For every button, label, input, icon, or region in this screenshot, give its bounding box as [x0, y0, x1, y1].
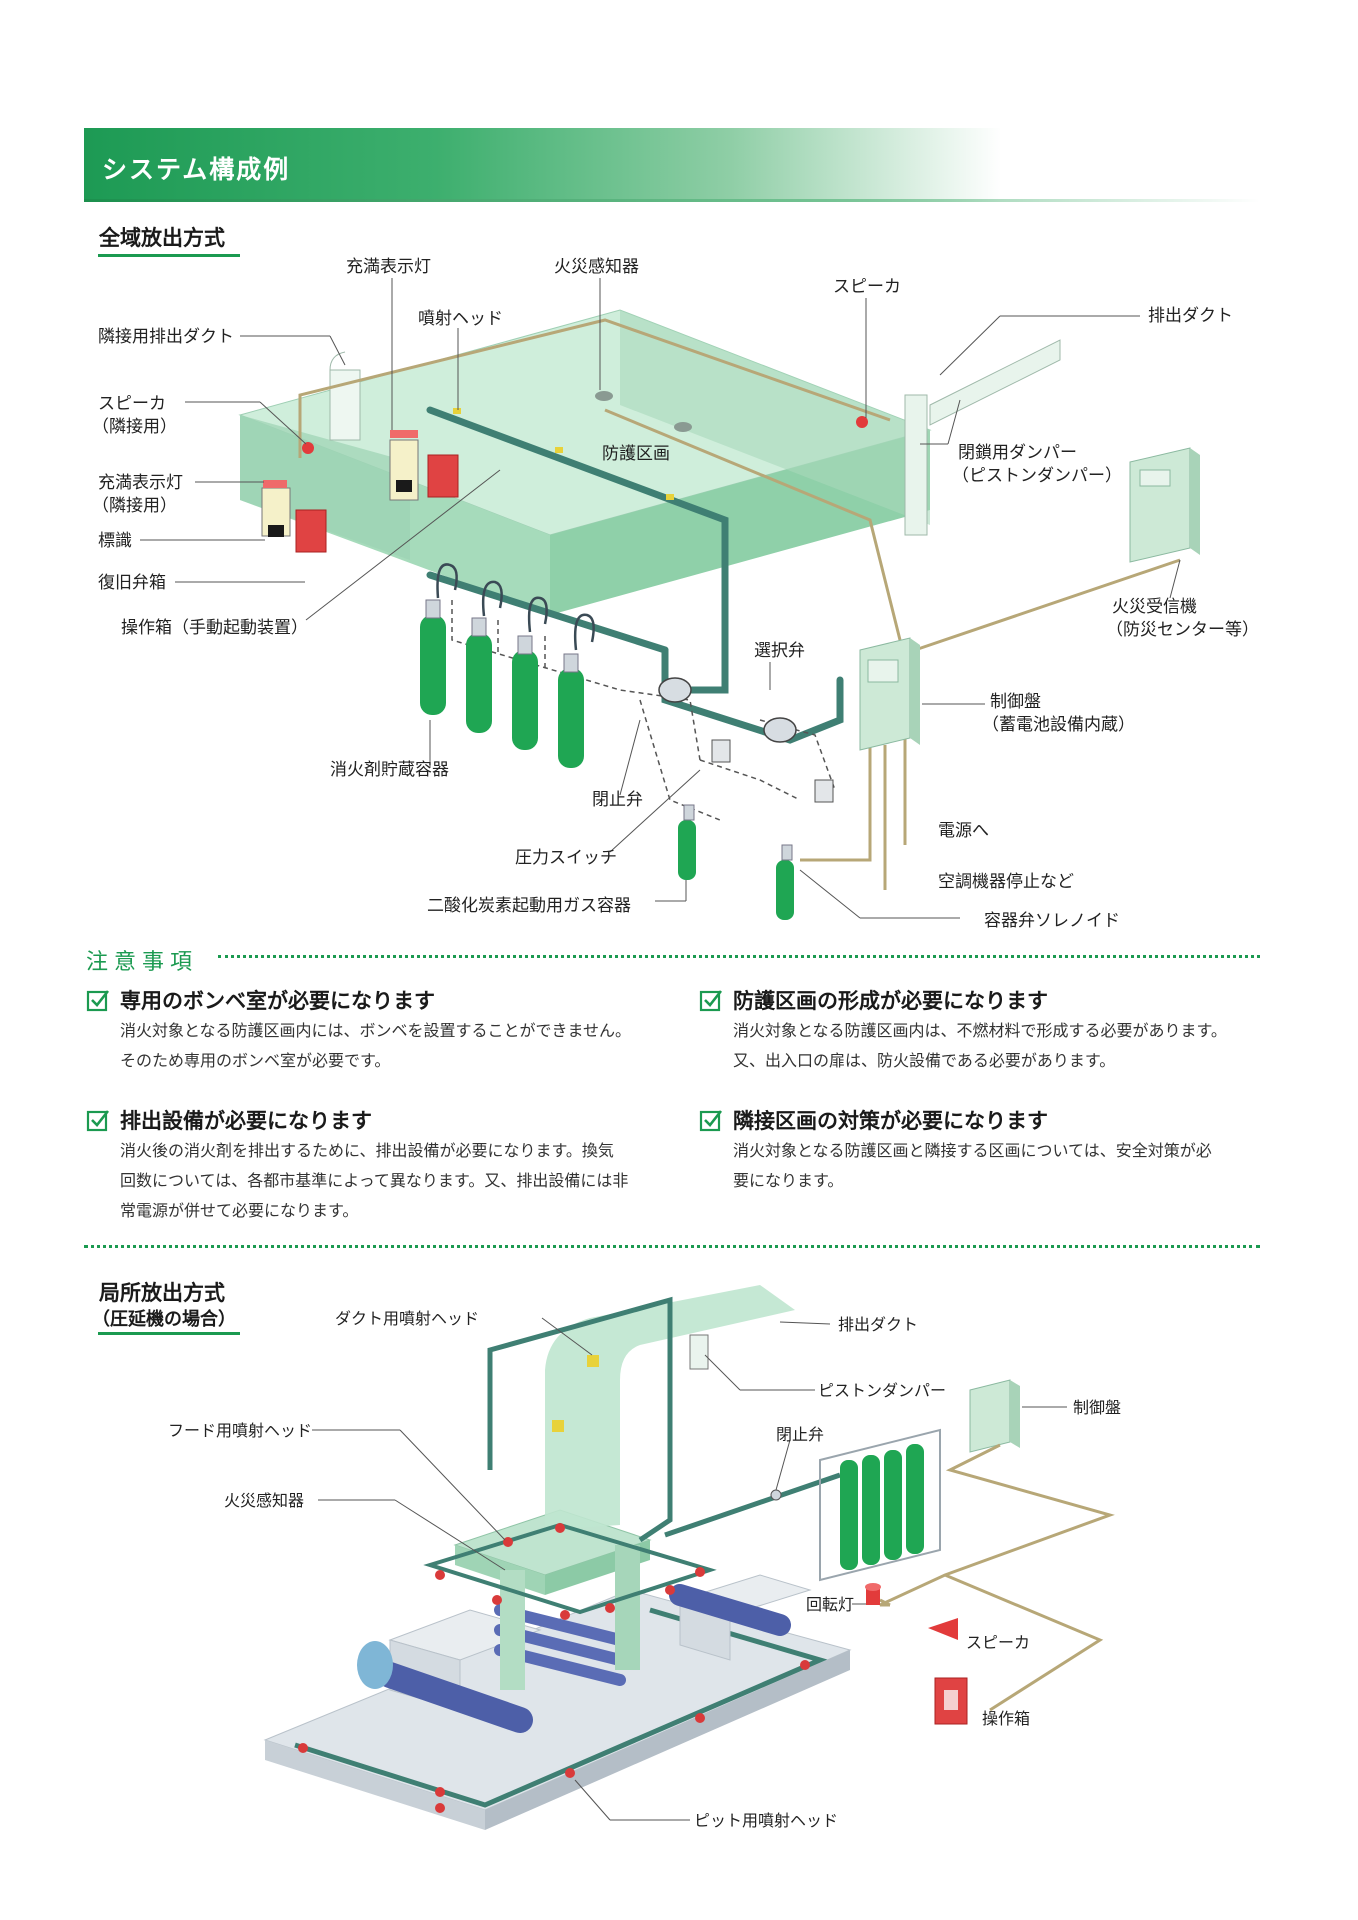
- label-reset-box: 復旧弁箱: [98, 573, 166, 593]
- rotating-light: [865, 1583, 881, 1605]
- label-fire-detector: 火災感知器: [554, 257, 639, 277]
- caution-heading-2: 防護区画の形成が必要になります: [733, 989, 1048, 1013]
- dotted-divider-top: [218, 955, 1260, 958]
- label-control-panel-2: （蓄電池設備内蔵）: [982, 715, 1135, 735]
- label-speaker: スピーカ: [833, 277, 901, 297]
- ceiling-devices: [302, 391, 868, 500]
- label-protected-zone: 防護区画: [602, 444, 670, 464]
- label-solenoid: 容器弁ソレノイド: [984, 911, 1120, 931]
- caution-text-4: 消火対象となる防護区画と隣接する区画については、安全対策が必 要になります。: [733, 1141, 1212, 1190]
- label-pit-head: ピット用噴射ヘッド: [694, 1811, 839, 1830]
- label-selector-valve: 選択弁: [754, 641, 805, 661]
- caution-heading-4: 隣接区画の対策が必要になります: [733, 1109, 1048, 1133]
- adjacent-wall: [240, 415, 410, 560]
- caution-text-3: 消火後の消火剤を排出するために、排出設備が必要になります。換気 回数については、…: [120, 1141, 629, 1220]
- hood-heads: [435, 1523, 705, 1620]
- label-control-panel-1: 制御盤: [990, 692, 1041, 712]
- label-rotating-light: 回転灯: [806, 1595, 855, 1614]
- vertical-duct: [545, 1285, 795, 1530]
- label-full-indicator: 充満表示灯: [346, 257, 431, 277]
- label-speaker-adj-2: （隣接用）: [92, 417, 177, 437]
- caution-text-1: 消火対象となる防護区画内には、ボンベを設置することができません。 そのため専用の…: [120, 1021, 632, 1070]
- label-spray-head: 噴射ヘッド: [418, 309, 503, 329]
- pit-pipe: [294, 1607, 828, 1808]
- label-piston-damper: ピストンダンパー: [818, 1381, 947, 1400]
- co2-starter-cylinders: [678, 804, 794, 920]
- duct-pipe: [487, 1296, 673, 1543]
- section-title-total-flooding: 全域放出方式: [99, 226, 225, 250]
- roll-end: [357, 1641, 393, 1689]
- label-adjacent-duct: 隣接用排出ダクト: [98, 327, 234, 347]
- label-damper-2: （ピストンダンパー）: [952, 466, 1122, 486]
- wiring: [298, 318, 1181, 890]
- page-title: システム構成例: [102, 155, 291, 184]
- label-indicator-adj-2: （隣接用）: [92, 496, 177, 516]
- label-operation-box-local: 操作箱: [982, 1709, 1031, 1728]
- section-title-local-application: 局所放出方式: [99, 1281, 225, 1305]
- label-storage-container: 消火剤貯蔵容器: [330, 760, 449, 780]
- label-control-panel-local: 制御盤: [1073, 1398, 1122, 1417]
- label-indicator-adj-1: 充満表示灯: [98, 473, 183, 493]
- dotted-divider-bottom: [84, 1245, 1260, 1248]
- section-underline: [98, 254, 240, 257]
- label-to-power: 電源へ: [938, 821, 989, 841]
- pressure-switches: [711, 739, 834, 803]
- label-operation-box: 操作箱（手動起動装置）: [121, 618, 308, 638]
- supply-pipe: [664, 1472, 841, 1538]
- speaker-horn: [928, 1618, 958, 1640]
- label-stop-valve-local: 閉止弁: [776, 1425, 825, 1444]
- hood-pipe: [423, 1522, 717, 1615]
- label-damper-1: 閉鎖用ダンパー: [958, 443, 1077, 463]
- control-panel-unit-local: [969, 1379, 1020, 1453]
- label-hood-head: フード用噴射ヘッド: [168, 1421, 313, 1440]
- label-speaker-adj-1: スピーカ: [98, 394, 166, 414]
- wall-devices: [261, 430, 459, 553]
- check-icon: [699, 1110, 723, 1132]
- control-panel-unit: [859, 637, 920, 751]
- label-sign: 標識: [98, 531, 132, 551]
- section-subtitle-local-application: （圧延機の場合）: [92, 1309, 236, 1330]
- check-icon: [699, 990, 723, 1012]
- caution-heading-3: 排出設備が必要になります: [120, 1109, 372, 1133]
- total-flooding-diagram: [140, 278, 1200, 920]
- agent-cylinders: [420, 599, 584, 768]
- label-exhaust-duct: 排出ダクト: [1148, 306, 1233, 326]
- label-fire-receiver-2: （防災センター等）: [1106, 620, 1259, 640]
- section-underline: [98, 1332, 240, 1335]
- local-leader-lines: [312, 1317, 1067, 1821]
- label-fire-detector-local: 火災感知器: [224, 1491, 305, 1510]
- caution-heading-1: 専用のボンベ室が必要になります: [120, 989, 435, 1013]
- cylinder-rack: [819, 1428, 941, 1582]
- operation-box-unit: [934, 1677, 968, 1725]
- label-fire-receiver-1: 火災受信機: [1112, 597, 1197, 617]
- damper-box: [689, 1334, 709, 1370]
- header-banner: [84, 128, 1260, 202]
- check-icon: [86, 1110, 110, 1132]
- label-stop-valve: 閉止弁: [592, 790, 643, 810]
- fire-receiver-unit: [1129, 447, 1200, 563]
- label-pressure-switch: 圧力スイッチ: [515, 848, 617, 868]
- label-speaker-local: スピーカ: [966, 1633, 1031, 1652]
- caution-text-2: 消火対象となる防護区画内は、不燃材料で形成する必要があります。 又、出入口の扉は…: [733, 1021, 1227, 1070]
- room-back-wall: [620, 310, 930, 525]
- label-co2-container: 二酸化炭素起動用ガス容器: [427, 896, 631, 916]
- label-hvac-stop: 空調機器停止など: [938, 872, 1074, 892]
- label-exhaust-duct-local: 排出ダクト: [838, 1315, 919, 1334]
- leader-lines: [140, 278, 1181, 919]
- pit-heads: [298, 1660, 810, 1813]
- cautions-title: 注意事項: [86, 950, 199, 975]
- selector-valves: [658, 677, 797, 743]
- hoses: [436, 563, 595, 651]
- label-duct-head: ダクト用噴射ヘッド: [335, 1309, 480, 1328]
- exhaust-duct: [904, 339, 1061, 536]
- check-icon: [86, 990, 110, 1012]
- local-wiring: [879, 1443, 1115, 1712]
